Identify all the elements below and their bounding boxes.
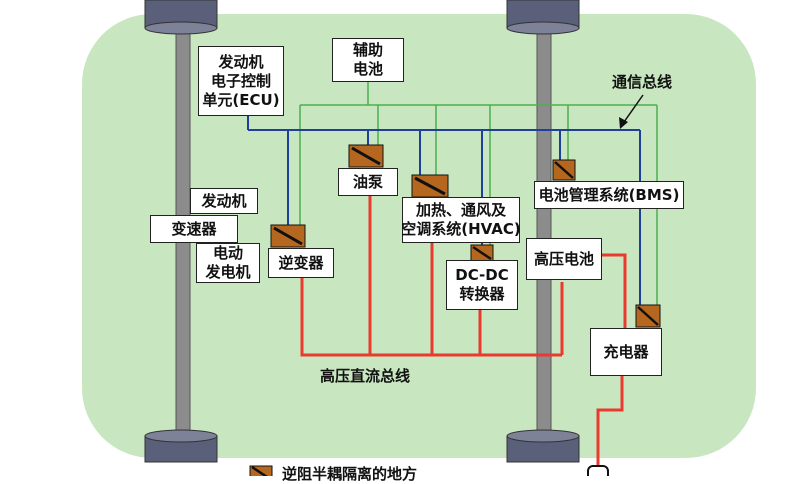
oil-pump-box: 油泵 bbox=[338, 168, 398, 196]
engine-label: 发动机 bbox=[201, 191, 247, 210]
inverter-label: 逆变器 bbox=[278, 253, 324, 272]
legend-label: 逆阻半耦隔离的地方 bbox=[282, 465, 418, 483]
hvac-line-1: 加热、通风及 bbox=[415, 201, 506, 219]
ecu-line-3: 单元(ECU) bbox=[202, 90, 280, 109]
wheel-rear-top bbox=[506, 0, 580, 35]
dcdc-line-1: DC-DC bbox=[455, 266, 509, 284]
transmission-label: 变速器 bbox=[171, 219, 217, 238]
ecu-box: 发动机 电子控制 单元(ECU) bbox=[198, 46, 284, 116]
bms-box: 电池管理系统(BMS) bbox=[534, 181, 684, 209]
dcdc-line-2: 转换器 bbox=[459, 285, 505, 303]
hv-dc-bus-label: 高压直流总线 bbox=[320, 367, 411, 385]
hvac-box: 加热、通风及 空调系统(HVAC) bbox=[401, 197, 521, 243]
communication-bus-lines bbox=[247, 115, 641, 305]
ecu-line-1: 发动机 bbox=[218, 52, 264, 71]
motor-generator-line-1: 电动 bbox=[212, 244, 243, 262]
comm-bus-pointer bbox=[619, 94, 644, 129]
dcdc-box: DC-DC 转换器 bbox=[446, 260, 518, 310]
aux-battery-line-1: 辅助 bbox=[352, 41, 383, 59]
isolation-marker-dcdc bbox=[470, 244, 494, 262]
motor-generator-line-2: 发电机 bbox=[205, 263, 251, 281]
rear-axle bbox=[536, 19, 552, 441]
oil-pump-label: 油泵 bbox=[352, 172, 383, 191]
wheel-front-top bbox=[144, 0, 218, 35]
isolation-marker-inverter bbox=[270, 224, 306, 248]
aux-battery-box: 辅助 电池 bbox=[332, 38, 404, 82]
engine-box: 发动机 bbox=[190, 188, 258, 214]
charger-label: 充电器 bbox=[603, 342, 649, 361]
aux-battery-line-2: 电池 bbox=[352, 60, 383, 78]
charging-plug-icon bbox=[587, 465, 609, 476]
wheel-front-bottom bbox=[144, 429, 218, 463]
motor-generator-box: 电动 发电机 bbox=[196, 243, 260, 283]
isolation-marker-charger bbox=[635, 304, 661, 328]
legend-isolation-icon bbox=[249, 465, 273, 476]
hv-battery-label: 高压电池 bbox=[533, 249, 594, 268]
isolation-marker-hvac bbox=[411, 174, 449, 198]
isolation-marker-bms bbox=[552, 159, 576, 181]
ecu-line-2: 电子控制 bbox=[210, 71, 271, 90]
isolation-marker-oil-pump bbox=[348, 144, 384, 168]
wheel-rear-bottom bbox=[506, 429, 580, 463]
transmission-box: 变速器 bbox=[150, 215, 238, 243]
comm-bus-label: 通信总线 bbox=[612, 73, 673, 91]
inverter-box: 逆变器 bbox=[268, 248, 334, 278]
charger-box: 充电器 bbox=[590, 328, 662, 376]
hv-battery-box: 高压电池 bbox=[526, 238, 602, 280]
hvac-line-2: 空调系统(HVAC) bbox=[401, 220, 521, 238]
bms-label: 电池管理系统(BMS) bbox=[538, 185, 680, 204]
